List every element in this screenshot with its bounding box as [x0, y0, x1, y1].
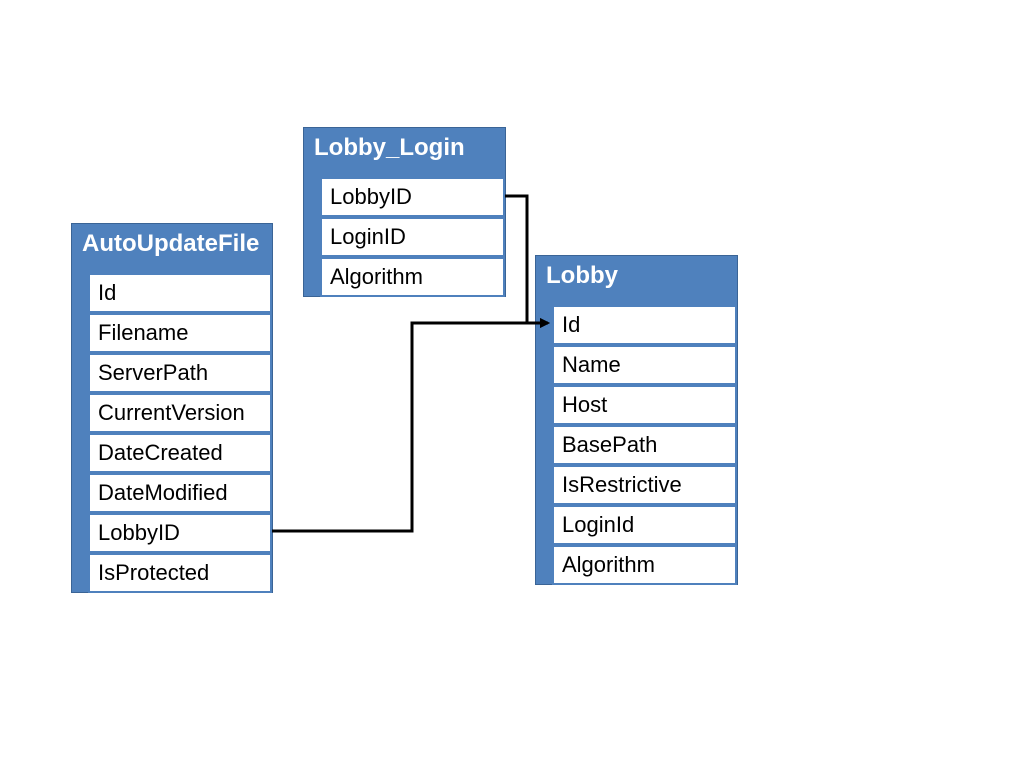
field-algorithm: Algorithm [552, 545, 737, 585]
connector-autoupdate-to-lobby [272, 318, 550, 533]
table-title: Lobby_Login [314, 134, 465, 161]
table-autoupdatefile: AutoUpdateFile Id Filename ServerPath Cu… [71, 223, 273, 593]
field-datecreated: DateCreated [88, 433, 272, 473]
table-title: AutoUpdateFile [82, 230, 260, 257]
field-basepath: BasePath [552, 425, 737, 465]
field-isrestrictive: IsRestrictive [552, 465, 737, 505]
field-algorithm: Algorithm [320, 257, 505, 297]
field-datemodified: DateModified [88, 473, 272, 513]
field-id: Id [552, 305, 737, 345]
field-list: LobbyID LoginID Algorithm [320, 177, 505, 297]
field-host: Host [552, 385, 737, 425]
field-loginid: LoginId [552, 505, 737, 545]
field-serverpath: ServerPath [88, 353, 272, 393]
field-loginid: LoginID [320, 217, 505, 257]
field-list: Id Name Host BasePath IsRestrictive Logi… [552, 305, 737, 585]
field-id: Id [88, 273, 272, 313]
field-name: Name [552, 345, 737, 385]
table-title: Lobby [546, 262, 618, 289]
field-currentversion: CurrentVersion [88, 393, 272, 433]
table-lobby: Lobby Id Name Host BasePath IsRestrictiv… [535, 255, 738, 585]
field-list: Id Filename ServerPath CurrentVersion Da… [88, 273, 272, 593]
field-lobbyid: LobbyID [88, 513, 272, 553]
field-lobbyid: LobbyID [320, 177, 505, 217]
field-filename: Filename [88, 313, 272, 353]
table-lobby-login: Lobby_Login LobbyID LoginID Algorithm [303, 127, 506, 297]
field-isprotected: IsProtected [88, 553, 272, 593]
